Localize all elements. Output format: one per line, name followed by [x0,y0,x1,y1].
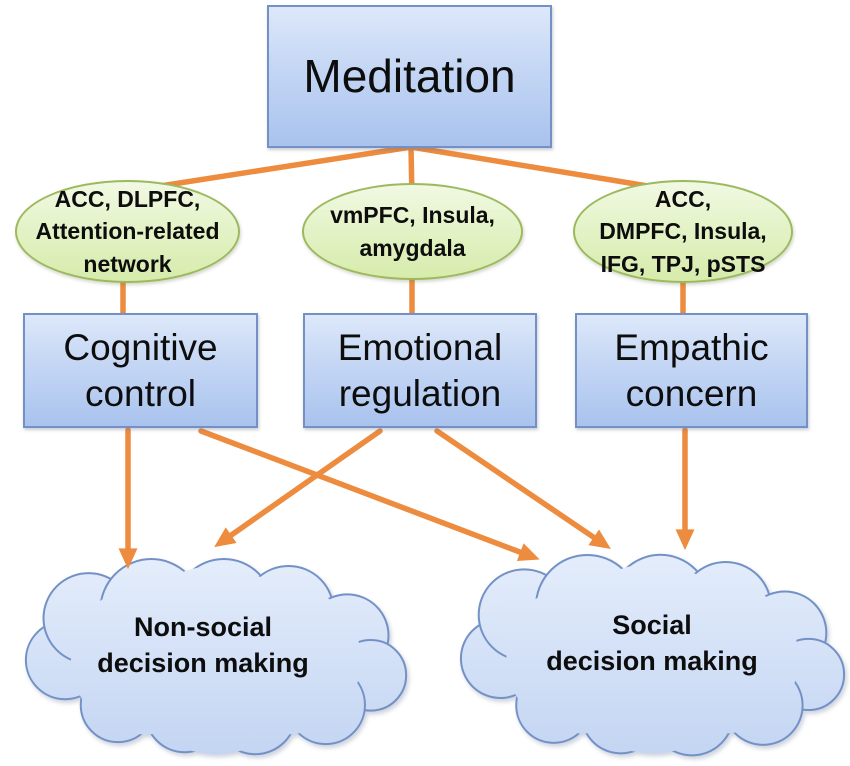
node-brain-regions-empathy-label: ACC, DMPFC, Insula, IFG, TPJ, pSTS [599,185,767,277]
social-text: Social decision making [546,610,758,676]
node-cognitive-control-label: Cognitive control [63,327,218,414]
edge-emotional-to-social [434,428,611,550]
node-nonsocial-decision-label: Non-social decision making [58,606,348,686]
edge-meditation-to-attention [125,144,414,194]
node-brain-regions-attention-label: ACC, DLPFC, Attention-related network [35,185,220,277]
node-cognitive-control: Cognitive control [23,313,258,428]
node-brain-regions-empathy: ACC, DMPFC, Insula, IFG, TPJ, pSTS [573,180,793,283]
cloud-social [459,553,846,757]
node-emotional-regulation-label: Emotional regulation [337,327,503,414]
nonsocial-text: Non-social decision making [97,612,309,678]
node-empathic-concern-label: Empathic concern [614,327,769,414]
cloud-nonsocial [24,557,408,756]
node-meditation-label: Meditation [303,50,516,103]
node-social-decision-label: Social decision making [492,604,812,684]
node-empathic-concern: Empathic concern [575,313,808,428]
node-emotional-regulation: Emotional regulation [303,313,537,428]
edge-meditation-to-empathy [408,144,675,193]
node-brain-regions-attention: ACC, DLPFC, Attention-related network [15,180,240,283]
node-brain-regions-emotion-label: vmPFC, Insula, amygdala [330,201,495,261]
edges [118,144,695,570]
node-brain-regions-emotion: vmPFC, Insula, amygdala [302,183,523,280]
edge-cognitive-to-social [198,428,540,562]
node-meditation: Meditation [267,5,552,148]
edge-emotional-to-nonsocial [214,428,383,548]
